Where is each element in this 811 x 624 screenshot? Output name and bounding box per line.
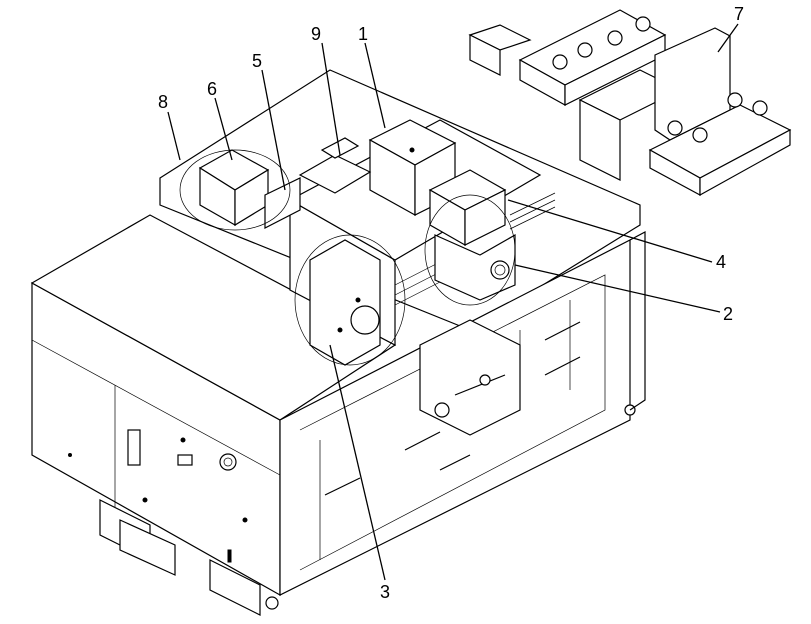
leader-lines [167,23,739,581]
leader-1 [364,42,386,129]
leader-5 [261,69,286,191]
top-mechanism [179,119,556,436]
callout-5: 5 [252,51,262,71]
leader-3 [329,344,386,581]
callout-2: 2 [723,304,733,324]
leader-6 [214,97,233,161]
leader-4 [507,199,713,263]
leader-7 [717,23,739,53]
callout-1: 1 [358,24,368,44]
callout-9: 9 [311,24,321,44]
terminal-blocks [468,9,792,197]
callout-7: 7 [734,4,744,24]
leader-9 [321,42,341,156]
callout-8: 8 [158,92,168,112]
callout-6: 6 [207,79,217,99]
leader-2 [514,264,721,313]
callout-3: 3 [380,582,390,602]
callout-labels: 1 9 5 6 8 7 4 2 3 [158,4,744,602]
leader-8 [167,111,181,161]
callout-4: 4 [716,252,726,272]
